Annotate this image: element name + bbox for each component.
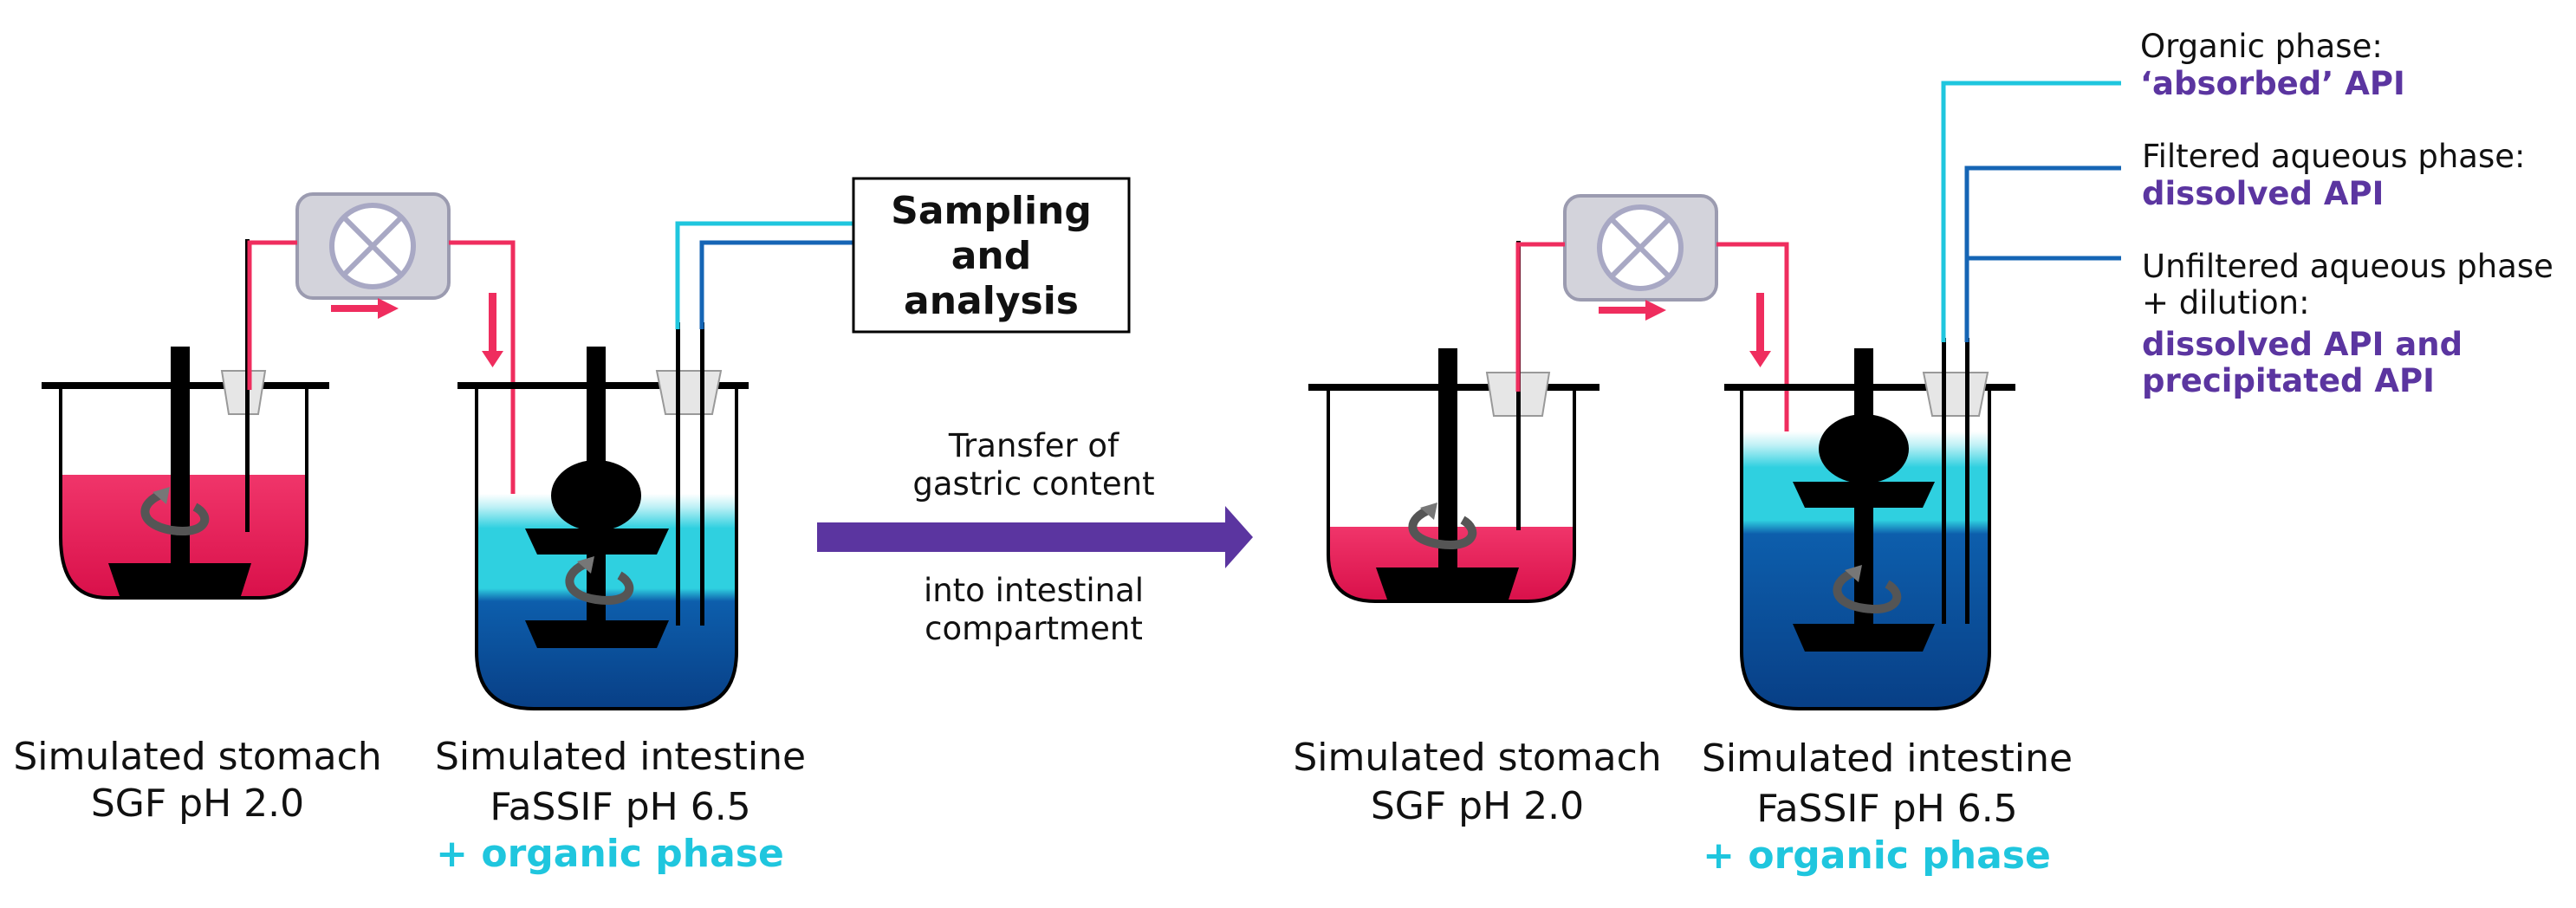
sampling-box-line-2: and xyxy=(951,234,1032,278)
sampling-analysis-box: Sampling and analysis xyxy=(852,177,1131,334)
transfer-arrow-icon xyxy=(817,506,1253,568)
right-stomach-caption-line-2: SGF pH 2.0 xyxy=(1371,784,1584,828)
aqueous-sampling-tube xyxy=(699,240,853,329)
left-intestine-caption-line-2: FaSSIF pH 6.5 xyxy=(490,785,750,829)
right-pump-icon xyxy=(1563,194,1718,302)
organic-phase-tube xyxy=(1941,81,2121,342)
vessel-wall xyxy=(59,386,308,600)
left-organic-phase-label: + organic phase xyxy=(436,832,784,876)
transfer-text-line-2: gastric content xyxy=(912,465,1154,503)
left-stomach-caption-line-2: SGF pH 2.0 xyxy=(91,782,304,826)
right-stomach-vessel xyxy=(1308,241,1599,603)
legend-unfiltered-title-2: + dilution: xyxy=(2142,284,2310,321)
left-pump-icon xyxy=(295,192,451,300)
vessel-wall xyxy=(475,387,738,710)
right-intestine-vessel xyxy=(1724,338,2015,710)
vessel-wall xyxy=(1327,388,1576,603)
sampling-box-line-3: analysis xyxy=(904,279,1079,323)
pump-inlet-tube xyxy=(1515,242,1565,392)
flow-arrow-icon xyxy=(1599,293,1771,367)
right-stomach-caption-line-1: Simulated stomach xyxy=(1293,736,1661,780)
stirrer-icon xyxy=(1376,348,1519,600)
right-intestine-caption-line-1: Simulated intestine xyxy=(1702,736,2073,781)
left-stomach-caption-line-1: Simulated stomach xyxy=(13,735,381,779)
right-intestine-caption-line-2: FaSSIF pH 6.5 xyxy=(1756,787,2017,831)
right-organic-phase-label: + organic phase xyxy=(1703,833,2051,878)
legend-unfiltered-value-2: precipitated API xyxy=(2142,362,2435,399)
transfer-text-line-1: Transfer of xyxy=(948,427,1119,464)
organic-sampling-tube xyxy=(675,221,853,329)
probe-icon xyxy=(655,322,723,626)
vessel-wall xyxy=(1740,388,1991,710)
legend-organic-title: Organic phase: xyxy=(2140,28,2383,65)
transfer-text-line-3: into intestinal xyxy=(924,572,1144,609)
sampling-box-line-1: Sampling xyxy=(891,189,1092,233)
left-stomach-vessel xyxy=(42,239,329,600)
stirrer-icon xyxy=(525,347,669,648)
left-intestine-caption-line-1: Simulated intestine xyxy=(435,735,806,779)
flow-arrow-icon xyxy=(331,293,503,367)
left-intestine-vessel xyxy=(457,322,749,710)
legend-filtered-value: dissolved API xyxy=(2142,175,2384,212)
legend-filtered-title: Filtered aqueous phase: xyxy=(2142,138,2525,175)
legend-organic-value: ‘absorbed’ API xyxy=(2140,65,2405,102)
stirrer-icon xyxy=(1793,348,1935,652)
legend-unfiltered-value-1: dissolved API and xyxy=(2142,326,2462,363)
legend-unfiltered-title-1: Unfiltered aqueous phase xyxy=(2142,248,2553,285)
filtered-aqueous-tube xyxy=(1964,165,2121,342)
transfer-text-line-4: compartment xyxy=(925,610,1143,647)
pump-inlet-tube xyxy=(247,240,297,390)
legend: Organic phase: ‘absorbed’ API Filtered a… xyxy=(2140,28,2553,399)
probe-icon xyxy=(1922,338,1989,624)
stirrer-icon xyxy=(108,347,251,596)
